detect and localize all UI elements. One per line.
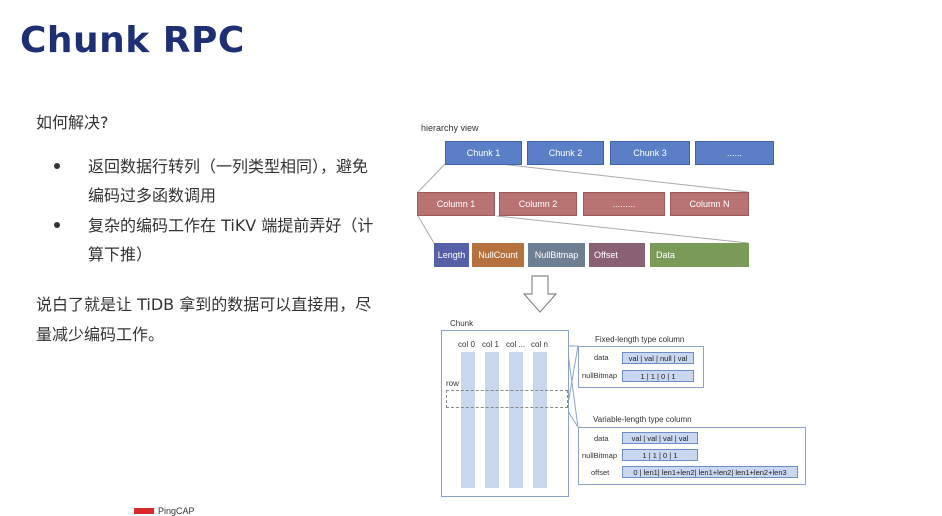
field-box-data: Data bbox=[650, 243, 749, 267]
field-box-offset: Offset bbox=[589, 243, 645, 267]
chunk-box-3: Chunk 3 bbox=[610, 141, 690, 165]
fixed-data-label: data bbox=[594, 353, 609, 362]
field-box-length: Length bbox=[434, 243, 469, 267]
col-label-1: col 1 bbox=[482, 340, 499, 349]
variable-data-label: data bbox=[594, 434, 609, 443]
fixed-data-cells: val | val | null | val bbox=[622, 352, 694, 364]
column-box-2: Column 2 bbox=[499, 192, 577, 216]
column-bar bbox=[485, 352, 499, 488]
fixed-length-title: Fixed-length type column bbox=[595, 335, 685, 344]
chunk-box-more: ...... bbox=[695, 141, 774, 165]
variable-offset-cells: 0 | len1| len1+len2| len1+len2| len1+len… bbox=[622, 466, 798, 478]
row-label: row bbox=[446, 379, 459, 388]
chunk-label: Chunk bbox=[450, 319, 474, 328]
variable-length-title: Variable-length type column bbox=[593, 415, 692, 424]
fixed-bitmap-cells: 1 | 1 | 0 | 1 bbox=[622, 370, 694, 382]
column-box-more: ......... bbox=[583, 192, 665, 216]
col-label-ellipsis: col ... bbox=[506, 340, 526, 349]
variable-bitmap-label: nullBitmap bbox=[582, 451, 618, 460]
col-label-0: col 0 bbox=[458, 340, 475, 349]
pingcap-logo-text: PingCAP bbox=[158, 506, 195, 516]
variable-bitmap-cells: 1 | 1 | 0 | 1 bbox=[622, 449, 698, 461]
chunk-box-1: Chunk 1 bbox=[445, 141, 522, 165]
summary-text: 说白了就是让 TiDB 拿到的数据可以直接用，尽量减少编码工作。 bbox=[36, 295, 372, 344]
fixed-bitmap-label: nullBitmap bbox=[582, 371, 618, 380]
field-box-nullbitmap: NullBitmap bbox=[528, 243, 585, 267]
field-box-nullcount: NullCount bbox=[472, 243, 524, 267]
question-text: 如何解决? bbox=[36, 113, 109, 132]
bullet-list: 返回数据行转列（一列类型相同），避免编码过多函数调用 复杂的编码工作在 TiKV… bbox=[52, 152, 382, 270]
col-label-n: col n bbox=[531, 340, 548, 349]
hierarchy-view-label: hierarchy view bbox=[421, 123, 479, 133]
pingcap-logo-icon bbox=[134, 508, 154, 514]
variable-data-cells: val | val | val | val bbox=[622, 432, 698, 444]
chunk-box-2: Chunk 2 bbox=[527, 141, 604, 165]
bullet-item: 复杂的编码工作在 TiKV 端提前弄好（计算下推） bbox=[52, 211, 382, 269]
bullet-item: 返回数据行转列（一列类型相同），避免编码过多函数调用 bbox=[52, 152, 382, 210]
slide-title: Chunk RPC bbox=[20, 20, 245, 61]
row-highlight bbox=[446, 390, 568, 408]
column-bar bbox=[509, 352, 523, 488]
column-bar bbox=[533, 352, 547, 488]
column-box-n: Column N bbox=[670, 192, 749, 216]
variable-offset-label: offset bbox=[591, 468, 610, 477]
column-box-1: Column 1 bbox=[417, 192, 495, 216]
column-bar bbox=[461, 352, 475, 488]
